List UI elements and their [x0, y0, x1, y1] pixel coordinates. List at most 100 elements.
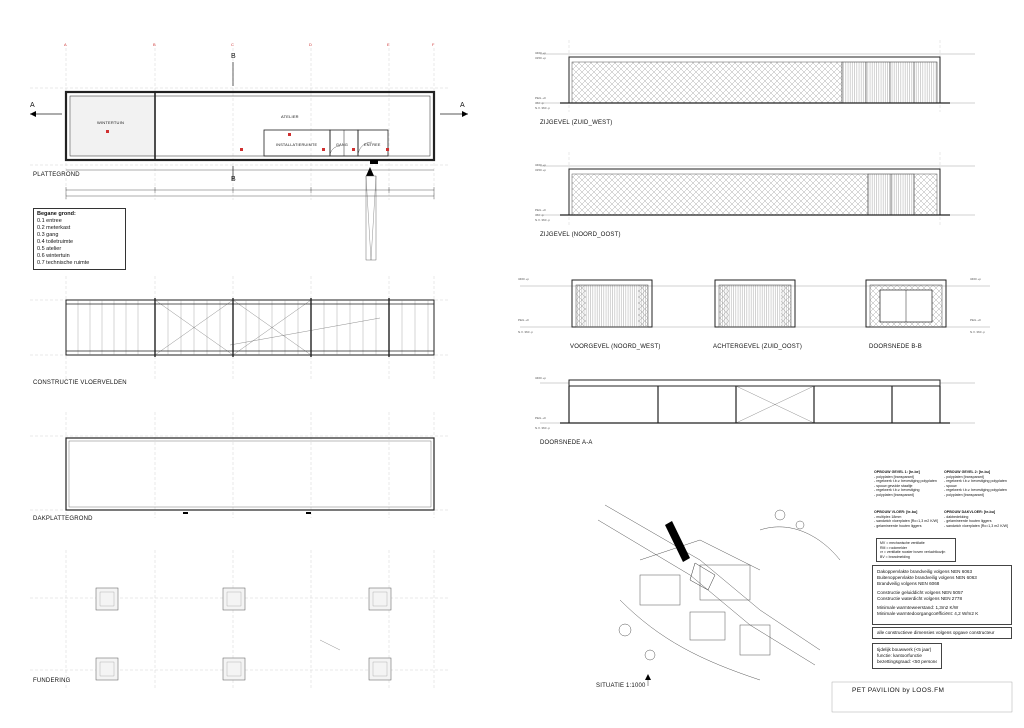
usage-box: tijdelijk bouwwerk (<5 jaar) functie: ka… — [872, 643, 942, 669]
spec-line: - gelamineerde houten liggers — [944, 519, 992, 523]
level-label: 360 -p — [535, 213, 544, 217]
situation-title: SITUATIE 1:1000 — [596, 683, 646, 689]
spec-line: - polyplaten [transparant] — [874, 474, 914, 479]
project-title: PET PAVILION by LOOS.FM — [852, 687, 945, 694]
level-label: 360 -p — [535, 101, 544, 105]
spec-title: OPBOUW DAKVLOER: [te-bu] — [944, 510, 996, 514]
level-label: N.V. 360 -p — [970, 330, 985, 334]
spec-line: - spouw gevulde staaltje — [874, 483, 913, 488]
roof-plan-title: DAKPLATTEGROND — [33, 516, 93, 522]
spec-line: - spouw — [944, 483, 957, 488]
spec-block: OPBOUW GEVEL 1: [te-be] - polyplaten [tr… — [874, 470, 944, 497]
situation-map — [597, 504, 841, 686]
spec-line: - gelamineerde houten liggers — [874, 523, 922, 528]
section-mark-b-bottom: B — [231, 176, 236, 183]
legend-item: 0.4 toiletruimte — [37, 239, 74, 245]
grid-label: B — [153, 42, 156, 47]
legend-item: 0.1 entree — [37, 218, 62, 224]
grid-label: F — [432, 42, 435, 47]
spec-block: OPBOUW DAKVLOER: [te-bu] - dakbedekking … — [944, 510, 1014, 528]
spec-title: OPBOUW VLOER: [te-bu] — [874, 510, 918, 514]
room-legend: Begane grond: 0.1 entree 0.2 meterkast 0… — [33, 208, 126, 270]
structural-note: alle constructieve dimensies volgens opg… — [877, 630, 995, 635]
spec-line: - dakbedekking — [944, 514, 969, 519]
spec-line: - polyplaten [transparant] — [874, 492, 914, 497]
section-aa-title: DOORSNEDE A-A — [540, 440, 593, 446]
level-label: PEIL +0 — [535, 96, 546, 100]
section-bb-title: DOORSNEDE B-B — [869, 344, 922, 350]
level-label: N.V. 360 -p — [535, 218, 550, 222]
section-mark-a-left: A — [30, 102, 35, 109]
floor-plan-title: PLATTEGROND — [33, 172, 80, 178]
spec-block: OPBOUW VLOER: [te-bu] - multiplex 18mm -… — [874, 510, 944, 528]
regulation-line: Brandveilig volgens NEN 6068 — [877, 581, 940, 586]
grid-label: D — [309, 42, 313, 47]
grid-label: C — [231, 42, 235, 47]
abbrev-line: BV = brandmelding — [880, 554, 910, 559]
spec-line: - multiplex 18mm — [874, 514, 902, 519]
level-label: PEIL +0 — [518, 318, 529, 322]
level-label: 3460 +p — [535, 51, 546, 55]
spec-line: - sandwich vloerplaten [Rc=1,3 m2 K/W] — [944, 523, 1009, 528]
level-label: 3460 +p — [535, 376, 546, 380]
level-label: PEIL +0 — [970, 318, 981, 322]
end-elevations — [520, 279, 990, 328]
spec-line: - regelwerk t.b.v. bevestiging polyplate… — [874, 479, 937, 483]
spec-line: - regelwerk t.b.v. bevestiging polyplate… — [944, 488, 1007, 492]
abbrev-line: MV = mechanische ventilatie — [880, 541, 925, 545]
foundation-title: FUNDERING — [33, 678, 71, 684]
room-label-gang: GANG — [336, 143, 348, 147]
grid-label: E — [387, 42, 390, 47]
section-a-a — [540, 379, 975, 424]
elevation-north-east — [540, 152, 975, 225]
usage-line: bezettingsgraad: <50 personen — [877, 659, 937, 664]
regulations-box: Dakoppervlakte brandveilig volgens NEN 6… — [872, 565, 1012, 625]
regulation-line: Minimale warmteweerstand: 1,3m2 K/W — [877, 605, 959, 610]
roof-plan — [30, 412, 450, 518]
elevation-south-west — [540, 40, 975, 112]
room-label-installaties: INSTALLATIERUIMTE — [276, 143, 318, 147]
legend-item: 0.5 atelier — [37, 246, 62, 252]
legend-item: 0.7 technische ruimte — [37, 260, 90, 266]
spec-title: OPBOUW GEVEL 2: [te-bu] — [944, 470, 991, 474]
level-label: N.V. 360 -p — [535, 106, 550, 110]
spec-line: - polyplaten [transparant] — [944, 492, 984, 497]
title-block — [831, 681, 1013, 713]
regulation-line: Dakoppervlakte brandveilig volgens NEN 6… — [877, 569, 972, 574]
regulation-line: Minimale warmtedoorgangcoëfficiënt: 4,2 … — [877, 611, 979, 616]
rear-elevation-title: ACHTERGEVEL (ZUID_OOST) — [713, 344, 803, 350]
elevation-sw-title: ZIJGEVEL (ZUID_WEST) — [540, 120, 613, 126]
spec-line: - regelwerk t.b.v. bevestiging polyplate… — [944, 479, 1007, 483]
level-label: N.V. 360 -p — [535, 426, 550, 430]
level-label: PEIL +0 — [535, 416, 546, 420]
legend-item: 0.2 meterkast — [37, 225, 71, 231]
level-label: PEIL +0 — [535, 208, 546, 212]
spec-block: OPBOUW GEVEL 2: [te-bu] - polyplaten [tr… — [944, 470, 1014, 497]
floor-plan — [30, 48, 468, 261]
legend-title: Begane grond: — [37, 211, 76, 217]
usage-line: tijdelijk bouwwerk (<5 jaar) — [877, 647, 932, 652]
front-elevation-title: VOORGEVEL (NOORD_WEST) — [570, 344, 661, 350]
level-label: 3150 +p — [535, 56, 546, 60]
joists — [77, 300, 429, 355]
level-label: N.V. 360 -p — [518, 330, 533, 334]
usage-line: functie: kantoorfunctie — [877, 653, 922, 658]
construction-floor-title: CONSTRUCTIE VLOERVELDEN — [33, 380, 127, 386]
regulation-line: Constructie waterdicht volgens NEN 2778 — [877, 596, 963, 601]
level-label: 3460 +p — [535, 163, 546, 167]
spec-line: - regelwerk t.b.v. bevestiging — [874, 488, 920, 492]
abbrev-line: RM = rookmelder — [880, 545, 907, 550]
room-label-entree: ENTREE — [364, 143, 381, 147]
spec-line: - sandwich vloerplaten [Rc=1,3 m2 K/W] — [874, 519, 939, 523]
level-label: 3150 +p — [535, 168, 546, 172]
foundation-plan — [30, 550, 450, 688]
level-label: 3460 +p — [970, 277, 981, 281]
structural-note-box: alle constructieve dimensies volgens opg… — [872, 627, 1012, 639]
spec-line: - polyplaten [transparant] — [944, 474, 984, 479]
elevation-ne-title: ZIJGEVEL (NOORD_OOST) — [540, 232, 621, 238]
section-mark-b-top: B — [231, 53, 236, 60]
room-label-atelier: ATELIER — [281, 114, 299, 119]
legend-item: 0.6 wintertuin — [37, 253, 70, 259]
regulation-line: Constructie geluiddicht volgens NEN 5057 — [877, 590, 964, 595]
